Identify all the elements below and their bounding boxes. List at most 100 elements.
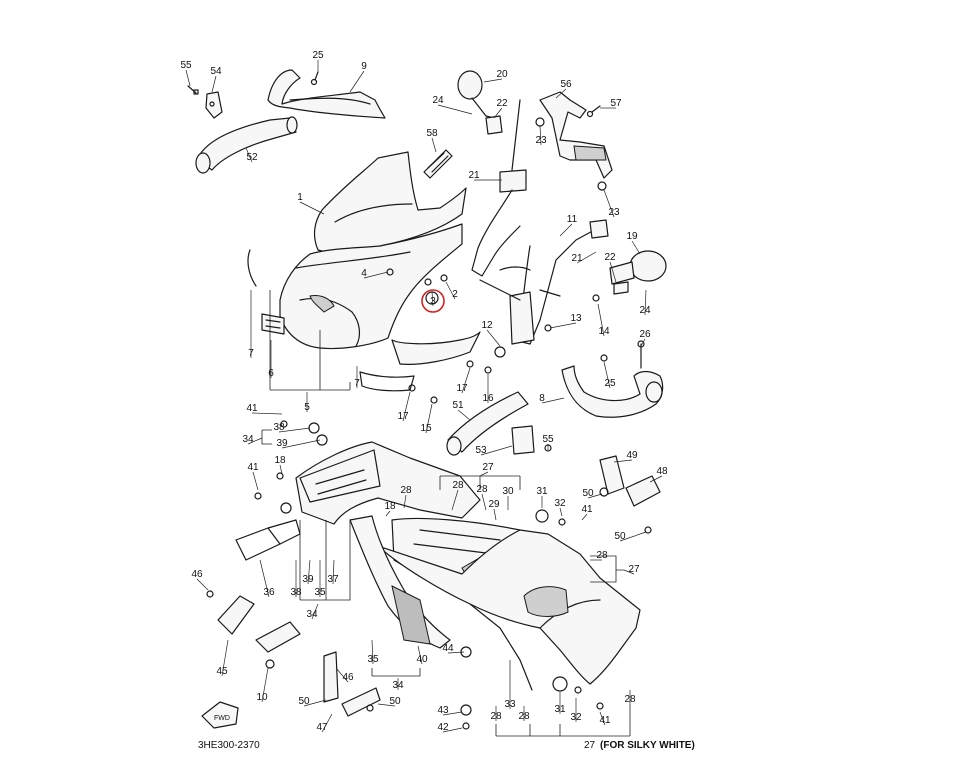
callout-38: 38 [290,587,302,598]
callout-35: 35 [367,654,379,665]
callout-41: 41 [246,403,258,414]
callout-40: 40 [416,654,428,665]
leader-line-23 [603,189,615,218]
callout-22: 22 [604,252,616,263]
drawing-code: 3HE300-2370 [198,740,260,751]
leader-line-15 [425,403,433,434]
leader-lines [185,60,663,733]
bracket-22-upper [485,115,503,135]
leader-line-13 [549,322,577,329]
callout-23: 23 [535,135,547,146]
callout-15: 15 [420,423,432,434]
callout-54: 54 [210,66,222,77]
group-bracket-34-bottom [299,520,351,601]
leader-line-2 [445,281,456,300]
group-bracket-38-39 [261,429,272,445]
callout-43: 43 [437,705,449,716]
callout-37: 37 [327,574,339,585]
leader-line-40 [417,645,423,665]
callout-1: 1 [297,192,303,203]
inner-panel-8 [561,365,664,418]
air-duct-51 [446,391,529,456]
leader-line-54 [211,75,217,93]
leader-line-26 [640,338,646,347]
callout-53: 53 [475,445,487,456]
leader-line-21 [576,251,597,264]
bolt-55-top [187,85,199,95]
callout-25: 25 [604,378,616,389]
leader-line-28 [481,493,487,511]
leader-line-44 [447,651,465,654]
callout-36: 36 [263,587,275,598]
callout-28: 28 [400,485,412,496]
leader-line-50 [377,703,396,707]
leader-line-37 [332,559,335,585]
callout-6: 6 [268,368,274,379]
leader-line-35 [371,639,374,665]
callout-50: 50 [582,488,594,499]
callout-51: 51 [452,400,464,411]
callout-28: 28 [452,480,464,491]
screw-57 [586,105,601,118]
bracket-49-48 [599,455,661,507]
callout-27: 27 [482,462,494,473]
leader-line-53 [480,445,513,456]
stay-11 [479,219,609,345]
leader-line-51 [457,409,471,421]
upper-cowling-1 [279,223,481,392]
callout-50: 50 [614,531,626,542]
callout-41: 41 [247,462,259,473]
callout-4: 4 [361,268,367,279]
group-bracket-5 [269,290,351,391]
leader-line-39 [281,439,321,449]
leader-line-49 [613,459,633,463]
callout-12: 12 [481,320,493,331]
leader-line-23 [539,125,542,146]
leader-line-45 [221,639,229,677]
leader-line-17 [402,391,411,422]
leader-line-48 [649,475,663,483]
callout-33: 33 [504,699,516,710]
leader-line-27 [623,569,635,575]
callout-46: 46 [191,569,203,580]
callout-14: 14 [598,326,610,337]
leader-line-46 [335,667,349,683]
lower-cowling-right [377,529,641,691]
callout-55: 55 [180,60,192,71]
leader-line-28 [403,494,407,509]
leader-line-32 [559,507,563,517]
callout-5: 5 [304,402,310,413]
callout-24: 24 [639,305,651,316]
leader-line-42 [442,727,463,733]
callout-10: 10 [256,692,268,703]
callout-28: 28 [596,550,608,561]
callout-21: 21 [571,253,583,264]
callout-45: 45 [216,666,228,677]
callout-34: 34 [306,609,318,620]
side-panel-38 [349,515,451,649]
callout-19: 19 [626,231,638,242]
leader-line-28 [451,489,459,511]
callout-7: 7 [248,348,254,359]
callout-30: 30 [502,486,514,497]
fwd-arrow: FWD [201,701,239,729]
leader-line-24 [644,289,647,316]
group-bracket-34-lower [371,668,421,677]
decal-58 [423,149,453,179]
leader-line-18 [385,510,391,517]
leader-line-47 [321,713,333,733]
callout-2: 2 [452,289,458,300]
leader-line-55 [185,69,191,87]
callout-8: 8 [539,393,545,404]
callout-13: 13 [570,313,582,324]
leader-line-22 [493,107,503,119]
leader-line-39 [307,559,311,585]
callout-28: 28 [624,694,636,705]
bracket-54 [205,91,223,119]
leader-line-25 [603,361,611,389]
leader-line-19 [631,240,641,255]
leader-line-1 [299,201,325,215]
callout-28: 28 [490,711,502,722]
